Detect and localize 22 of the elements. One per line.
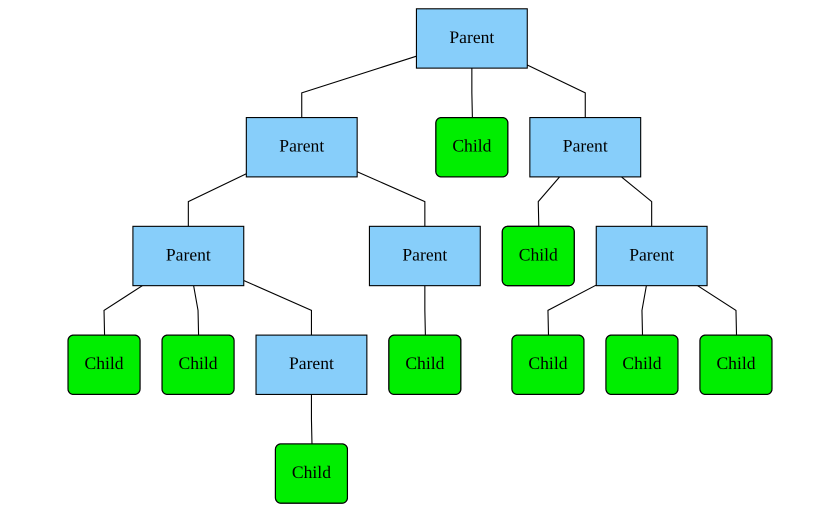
node-box: Parent [255,334,368,395]
connector [103,285,143,336]
connector [193,286,200,336]
connector [527,64,586,118]
node-box: Parent [529,117,642,178]
connector [310,394,313,444]
node-box: Parent [132,226,244,286]
connector [697,285,738,336]
connector [641,286,647,336]
connector [356,171,426,226]
connector [547,284,596,336]
connector [244,280,312,336]
node-box: Parent [246,117,358,178]
node-box: Parent [596,226,708,286]
connector [471,68,473,118]
connector [538,176,560,227]
node-box: Parent [368,226,481,286]
connector [301,56,417,118]
connector [621,176,652,226]
node-box: Parent [416,8,528,69]
connector [188,173,247,226]
connector [424,286,426,336]
